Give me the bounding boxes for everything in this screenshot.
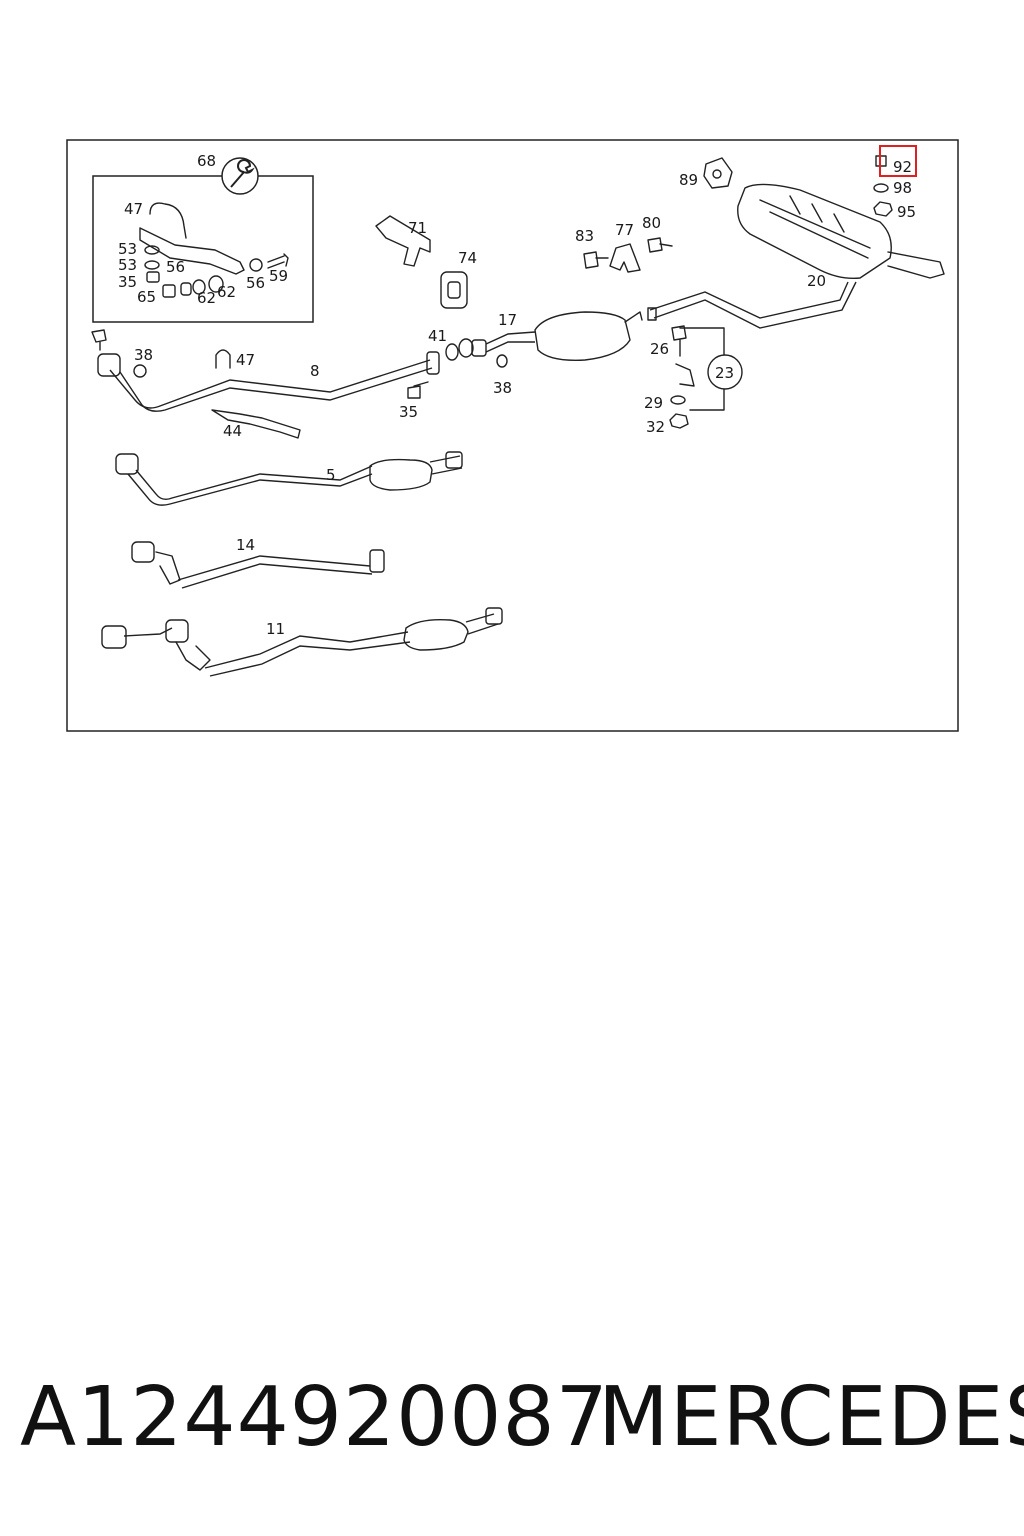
label-20: 20 (807, 272, 826, 290)
label-80: 80 (642, 214, 661, 232)
label-8: 8 (310, 362, 320, 380)
label-71: 71 (408, 219, 427, 237)
label-98: 98 (893, 179, 912, 197)
label-17: 17 (498, 311, 517, 329)
part-41-clamp (445, 338, 487, 361)
label-47b: 47 (236, 351, 255, 369)
label-35a: 35 (118, 273, 137, 291)
label-35b: 35 (399, 403, 418, 421)
brand-text: MERCEDES (598, 1370, 1024, 1465)
label-47a: 47 (124, 200, 143, 218)
label-74: 74 (458, 249, 477, 267)
part-89-mount (703, 157, 733, 189)
label-29: 29 (644, 394, 663, 412)
label-5: 5 (326, 466, 336, 484)
part-17-middle-muffler (485, 311, 643, 368)
label-89: 89 (679, 171, 698, 189)
label-65: 65 (137, 288, 156, 306)
inset-kit-box (92, 175, 314, 323)
part-92-98-95-fasteners (873, 155, 893, 217)
kit-bracket (139, 202, 245, 275)
label-53b: 53 (118, 256, 137, 274)
part-5-front-pipe-catalyst (115, 451, 463, 506)
rear-muffler (737, 183, 945, 280)
label-38a: 38 (134, 346, 153, 364)
label-83: 83 (575, 227, 594, 245)
label-68: 68 (197, 152, 216, 170)
part-bolts-fasteners (91, 329, 429, 399)
part-14-intermediate-pipe (131, 541, 385, 589)
part-44-bracket (211, 409, 301, 439)
diagram-frame (66, 139, 959, 732)
part-20-rear-pipe (647, 281, 857, 329)
label-62a: 62 (197, 289, 216, 307)
part-number-text: A1244920087 (20, 1370, 609, 1465)
label-38b: 38 (493, 379, 512, 397)
part-77-hanger (583, 237, 673, 273)
label-56b: 56 (246, 274, 265, 292)
part-23-group (669, 325, 743, 429)
label-44: 44 (223, 422, 242, 440)
label-77: 77 (615, 221, 634, 239)
part-11-front-pipe-catalyst (101, 607, 503, 677)
wrench-icon (221, 157, 259, 195)
label-92: 92 (893, 158, 912, 176)
highlight-box-92 (879, 145, 917, 177)
part-74-rubber-mount (440, 271, 468, 309)
exhaust-parts-diagram: 68 47 53 53 56 35 65 62 62 56 59 71 74 8… (66, 139, 959, 732)
label-32: 32 (646, 418, 665, 436)
label-59: 59 (269, 267, 288, 285)
label-62b: 62 (217, 283, 236, 301)
part-71-hanger (375, 215, 431, 267)
label-14: 14 (236, 536, 255, 554)
label-26: 26 (650, 340, 669, 358)
label-41: 41 (428, 327, 447, 345)
kit-washers (144, 245, 289, 298)
label-53a: 53 (118, 240, 137, 258)
part-8-front-pipe (97, 351, 440, 412)
label-11: 11 (266, 620, 285, 638)
label-95: 95 (897, 203, 916, 221)
label-56a: 56 (166, 258, 185, 276)
label-23: 23 (715, 364, 734, 382)
